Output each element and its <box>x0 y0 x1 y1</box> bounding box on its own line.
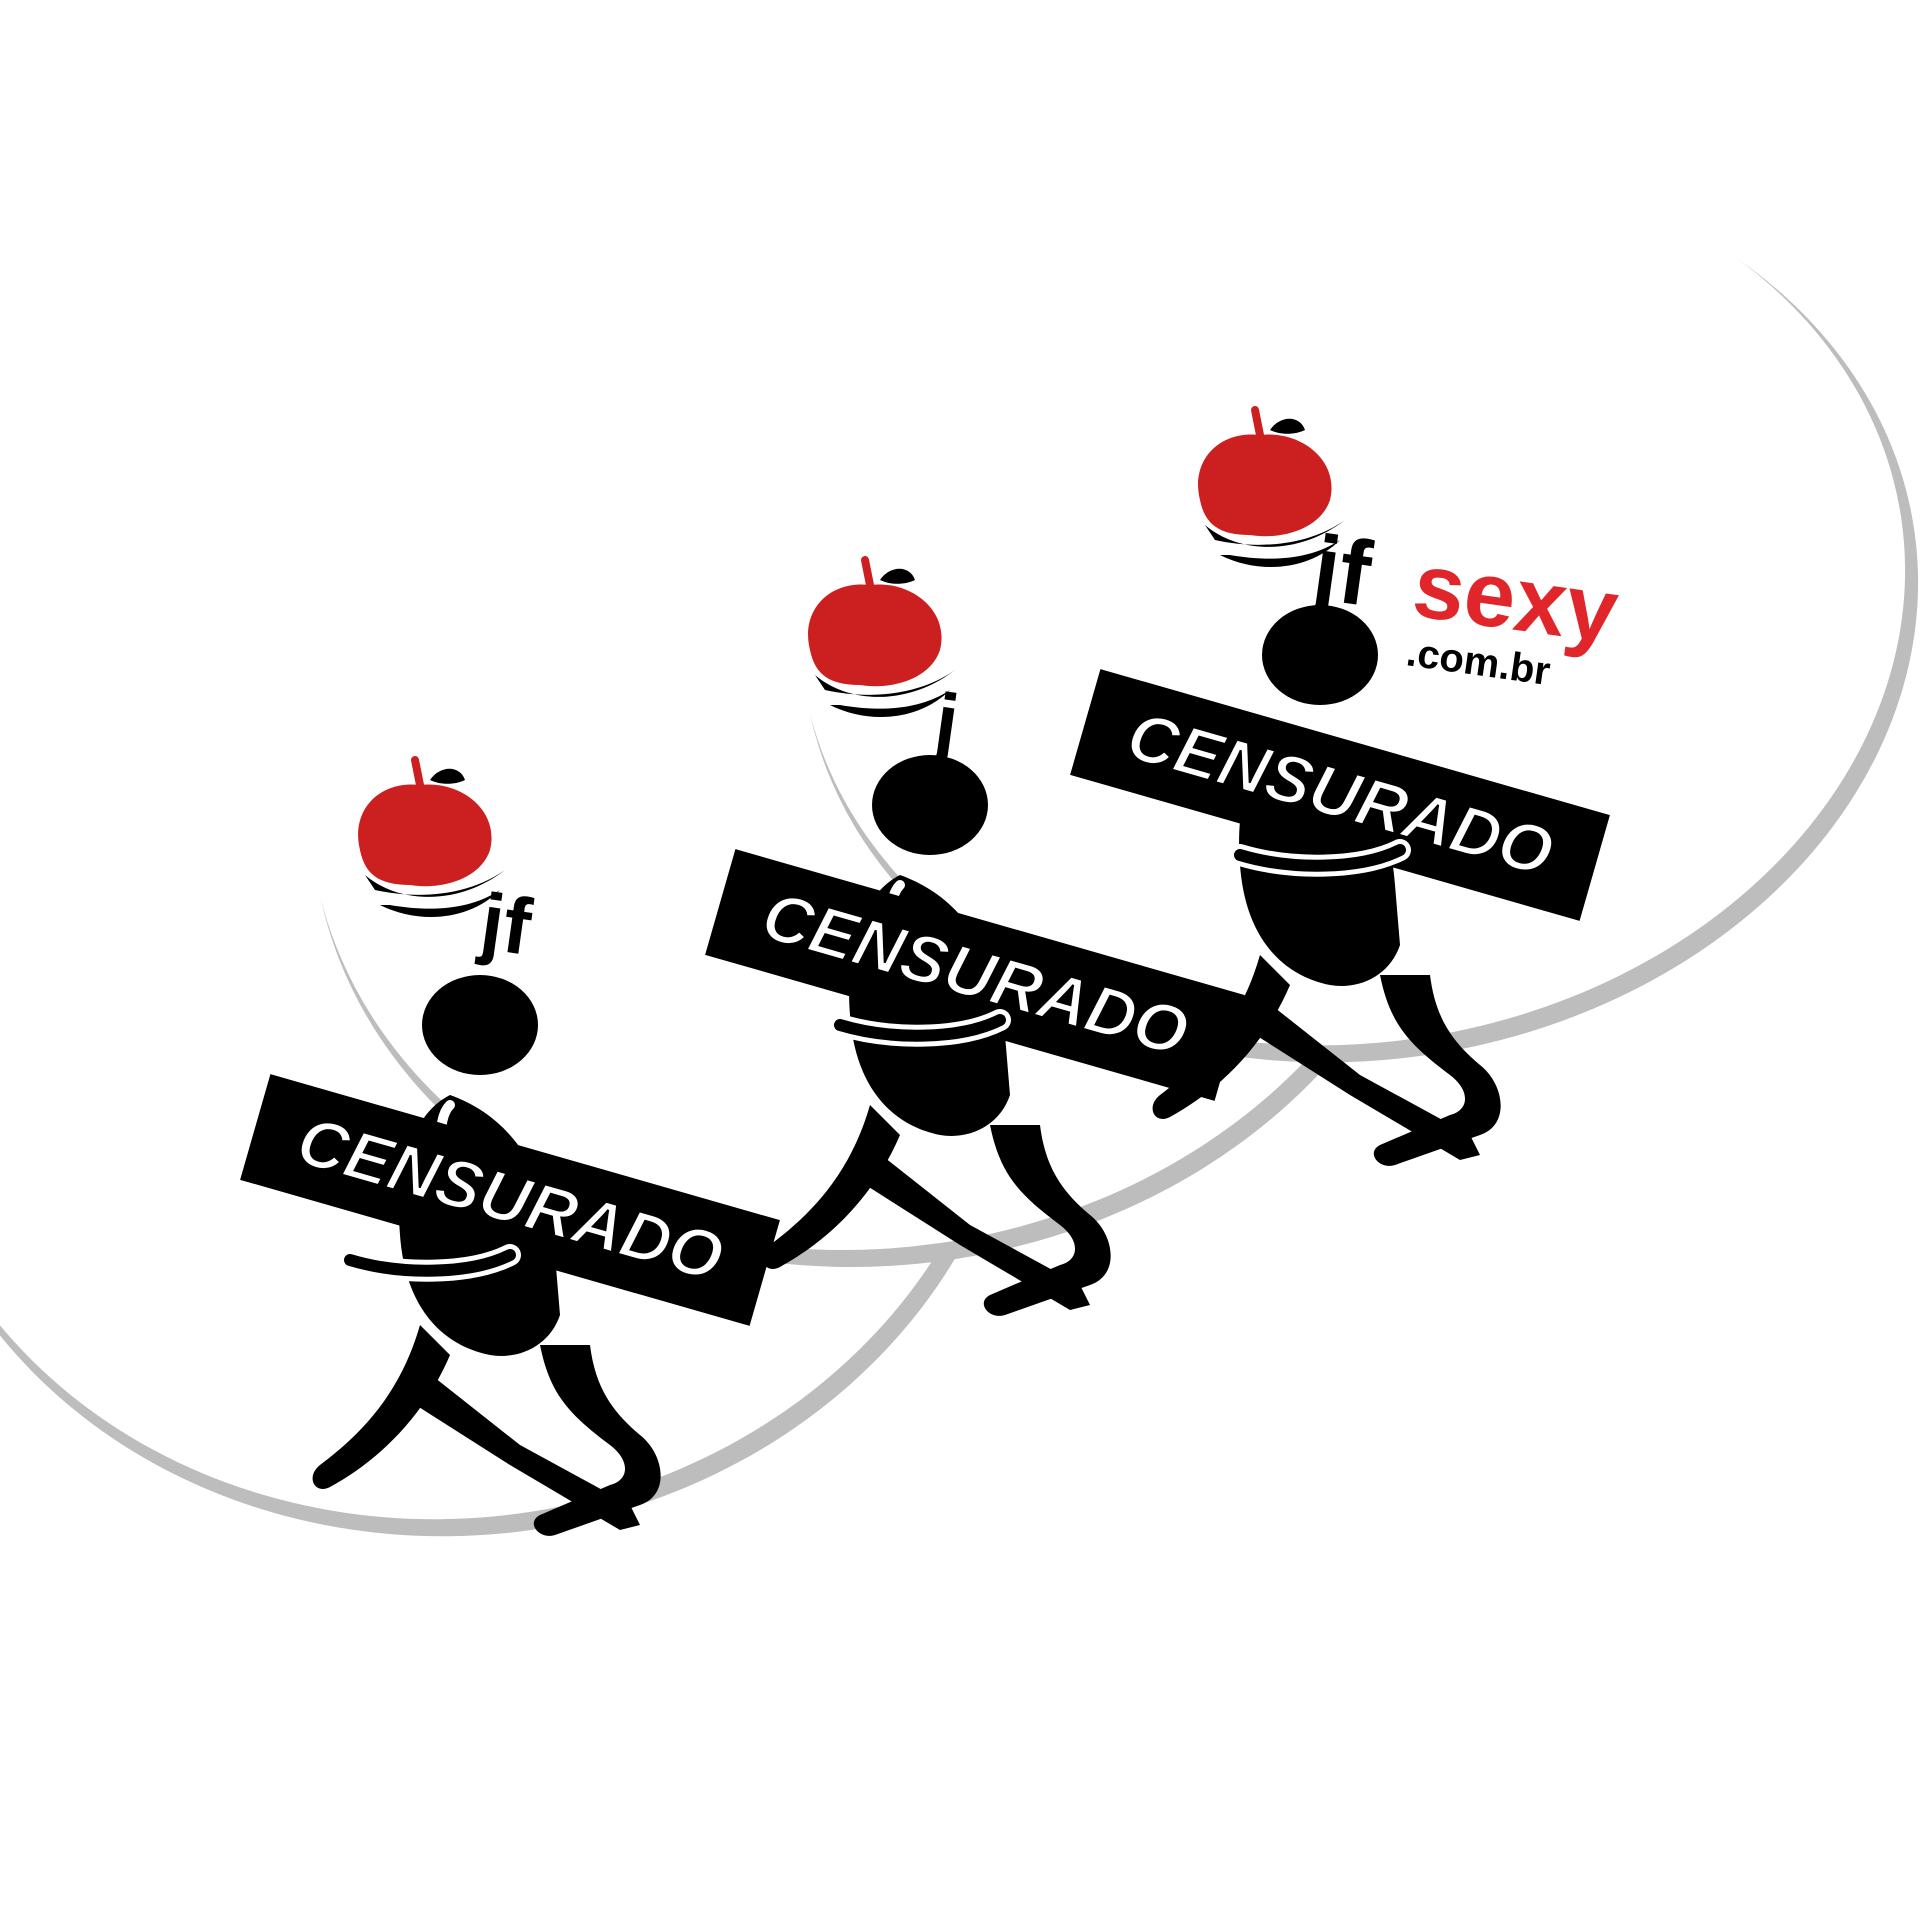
sticker-3-face <box>798 150 1906 1046</box>
apple-logo-icon <box>1198 406 1345 567</box>
sticker-3 <box>798 150 1919 1063</box>
apple-logo-icon <box>808 556 955 717</box>
apple-logo-icon <box>358 756 505 917</box>
